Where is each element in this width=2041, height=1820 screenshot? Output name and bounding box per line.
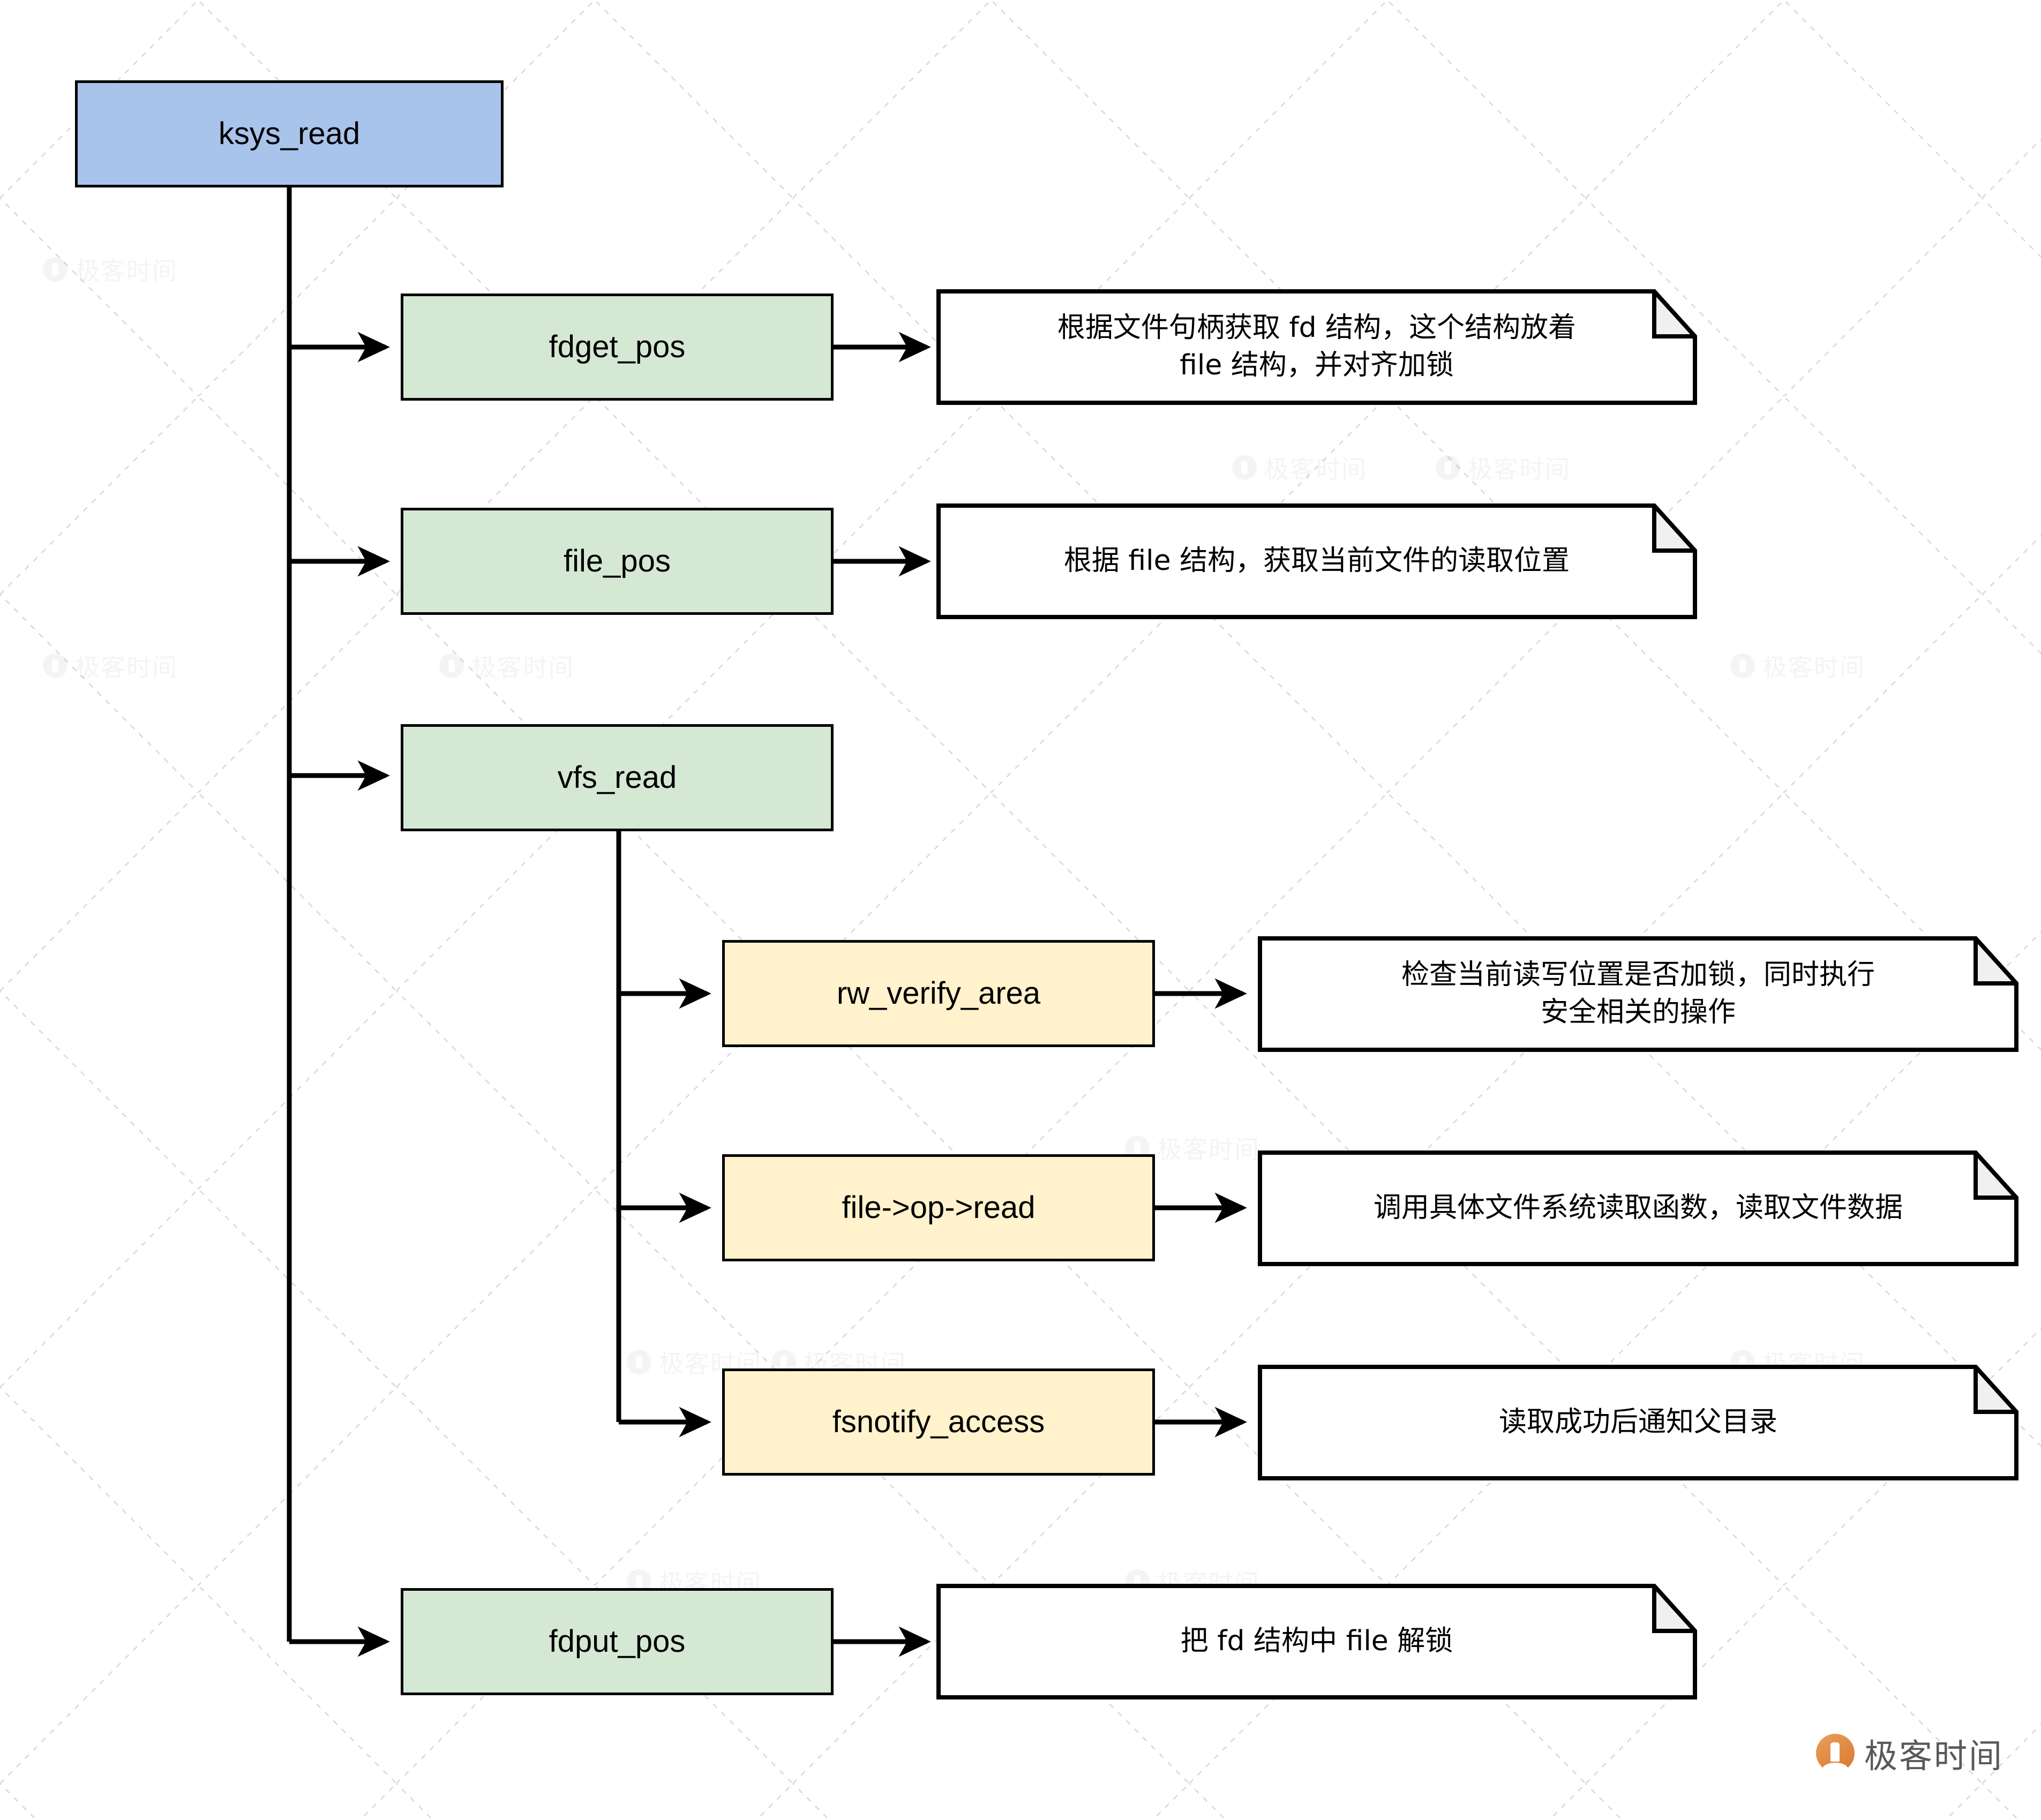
node-rw-verify-area-label: rw_verify_area: [836, 976, 1041, 1011]
node-file-op-read[interactable]: file->op->read: [722, 1154, 1155, 1261]
note-fsnotify-access: 读取成功后通知父目录: [1258, 1365, 2019, 1480]
note-rw-verify-area: 检查当前读写位置是否加锁，同时执行 安全相关的操作: [1258, 936, 2019, 1052]
node-fdput-pos[interactable]: fdput_pos: [401, 1588, 834, 1695]
node-vfs-read[interactable]: vfs_read: [401, 724, 834, 831]
geektime-logo-label: 极客时间: [1864, 1736, 2004, 1776]
node-vfs-read-label: vfs_read: [557, 760, 677, 795]
node-file-op-read-label: file->op->read: [842, 1190, 1035, 1225]
node-fsnotify-access-label: fsnotify_access: [832, 1404, 1045, 1440]
node-fsnotify-access[interactable]: fsnotify_access: [722, 1368, 1155, 1476]
note-file-op-read: 调用具体文件系统读取函数，读取文件数据: [1258, 1150, 2019, 1266]
node-file-pos-label: file_pos: [564, 544, 671, 579]
node-rw-verify-area[interactable]: rw_verify_area: [722, 940, 1155, 1047]
node-fdget-pos-label: fdget_pos: [549, 329, 686, 365]
node-file-pos[interactable]: file_pos: [401, 508, 834, 615]
note-fdput-pos: 把 fd 结构中 file 解锁: [936, 1584, 1697, 1699]
geektime-logo: 极客时间: [1816, 1729, 2004, 1777]
node-fdput-pos-label: fdput_pos: [549, 1624, 686, 1659]
node-ksys-read[interactable]: ksys_read: [75, 80, 504, 187]
node-fdget-pos[interactable]: fdget_pos: [401, 294, 834, 401]
note-fdput-pos-text: 把 fd 结构中 file 解锁: [1180, 1625, 1453, 1658]
note-file-op-read-text: 调用具体文件系统读取函数，读取文件数据: [1373, 1192, 1903, 1224]
note-fsnotify-access-text: 读取成功后通知父目录: [1498, 1406, 1777, 1439]
note-rw-verify-area-text: 检查当前读写位置是否加锁，同时执行 安全相关的操作: [1401, 959, 1875, 1028]
note-fdget-pos-text: 根据文件句柄获取 fd 结构，这个结构放着 file 结构，并对齐加锁: [1057, 312, 1577, 381]
note-file-pos: 根据 file 结构，获取当前文件的读取位置: [936, 503, 1697, 619]
note-file-pos-text: 根据 file 结构，获取当前文件的读取位置: [1063, 545, 1570, 577]
note-fdget-pos: 根据文件句柄获取 fd 结构，这个结构放着 file 结构，并对齐加锁: [936, 289, 1697, 405]
geektime-pin-icon: [1816, 1734, 1855, 1772]
node-ksys-read-label: ksys_read: [218, 116, 361, 152]
